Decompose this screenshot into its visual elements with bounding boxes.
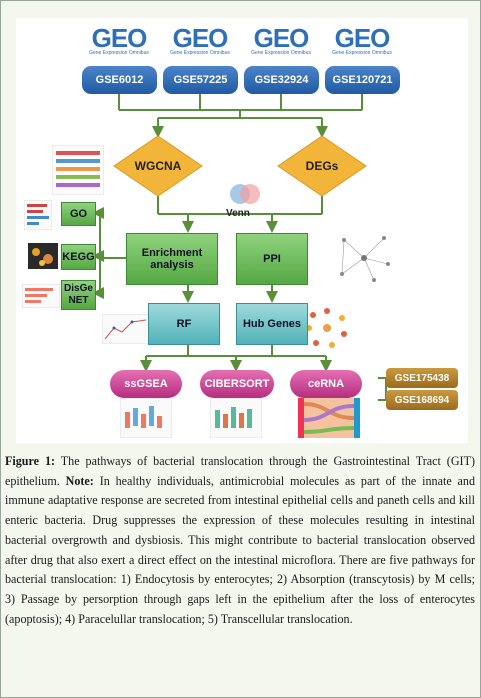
diamond-label-degs: DEGs	[306, 159, 339, 173]
hub-genes-box: Hub Genes	[236, 303, 308, 345]
cerna-sankey-thumbnail	[298, 398, 360, 438]
caption-note: In healthy individuals, antimicrobial mo…	[5, 473, 476, 626]
caption-title: The pathways of bacterial translocation …	[5, 454, 475, 488]
rf-plot-thumbnail	[102, 314, 150, 344]
go-box: GO	[61, 202, 96, 226]
geo-logo-subtitle: Gene Expression Omnibus	[170, 50, 230, 56]
geo-logo-subtitle: Gene Expression Omnibus	[89, 50, 149, 56]
dataset-box-gse57225: GSE57225	[163, 66, 238, 94]
geo-logo-3: GEO Gene Expression Omnibus	[242, 23, 320, 56]
cibersort-pill: CIBERSORT	[200, 370, 274, 398]
flow-connectors: WGCNA DEGs	[92, 94, 387, 401]
venn-label: Venn	[226, 208, 250, 219]
dataset-box-gse32924: GSE32924	[244, 66, 319, 94]
geo-logo-text: GEO	[172, 23, 229, 53]
geo-logo-text: GEO	[91, 23, 148, 53]
geo-logo-4: GEO Gene Expression Omnibus	[323, 23, 401, 56]
disgenet-box: DisGe NET	[61, 280, 96, 310]
enrichment-analysis-box: Enrichment analysis	[126, 233, 218, 285]
dataset-box-gse6012: GSE6012	[82, 66, 157, 94]
rf-box: RF	[148, 303, 220, 345]
geo-logo-2: GEO Gene Expression Omnibus	[161, 23, 239, 56]
cerna-pill: ceRNA	[290, 370, 362, 398]
geo-logo-text: GEO	[253, 23, 310, 53]
wgcna-heatmap-thumbnail	[52, 145, 104, 195]
diamond-degs	[277, 135, 367, 197]
hub-genes-circle-thumbnail	[306, 308, 347, 348]
kegg-network-thumbnail	[28, 243, 58, 269]
geo-logo-1: GEO Gene Expression Omnibus	[80, 23, 158, 56]
disgenet-chart-thumbnail	[22, 284, 60, 308]
figure-caption: Figure 1: The pathways of bacterial tran…	[5, 452, 475, 629]
geo-logo-subtitle: Gene Expression Omnibus	[332, 50, 392, 56]
ssgsea-pill: ssGSEA	[110, 370, 182, 398]
kegg-box: KEGG	[61, 244, 96, 270]
flowchart-diagram: GEO Gene Expression Omnibus GEO Gene Exp…	[16, 18, 468, 443]
cibersort-boxplot-thumbnail	[210, 398, 262, 438]
ssgsea-boxplot-thumbnail	[120, 398, 172, 438]
caption-figure-label: Figure 1:	[5, 454, 56, 468]
caption-note-label: Note:	[65, 473, 94, 488]
venn-circle-right	[240, 184, 260, 204]
validation-box-gse175438: GSE175438	[386, 368, 458, 388]
ppi-box: PPI	[236, 233, 308, 285]
geo-logo-text: GEO	[334, 23, 391, 53]
go-chart-thumbnail	[24, 200, 52, 230]
ppi-network-thumbnail	[340, 236, 390, 282]
geo-logo-subtitle: Gene Expression Omnibus	[251, 50, 311, 56]
diamond-label-wgcna: WGCNA	[135, 159, 182, 173]
validation-box-gse168694: GSE168694	[386, 390, 458, 410]
dataset-box-gse120721: GSE120721	[325, 66, 400, 94]
diamond-wgcna	[113, 135, 203, 197]
